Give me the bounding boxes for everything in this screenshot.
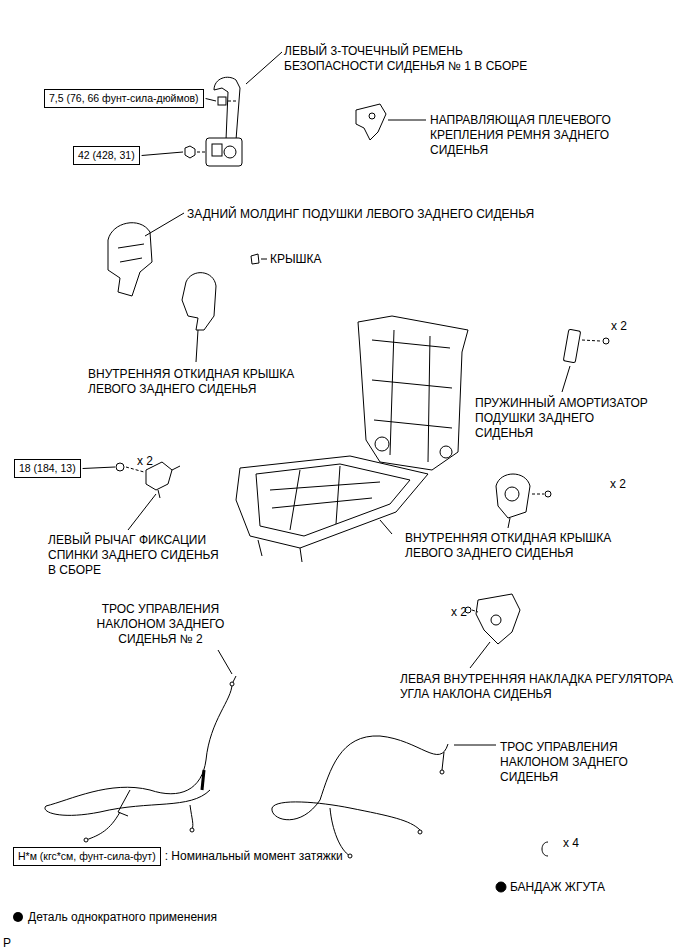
legend-note: : Номинальный момент затяжки xyxy=(165,849,343,864)
torque-box: 18 (184, 13) xyxy=(14,459,81,478)
legend-dot xyxy=(13,912,23,922)
quantity: x 2 xyxy=(611,319,627,334)
quantity: x 2 xyxy=(610,477,626,492)
part-name: КРЫШКА xyxy=(270,252,322,267)
leader-line xyxy=(206,99,216,102)
part-name: БАНДАЖ ЖГУТА xyxy=(510,880,605,895)
part-name: ТРОС УПРАВЛЕНИЯ НАКЛОНОМ ЗАДНЕГО СИДЕНЬЯ… xyxy=(88,602,233,647)
leader-line xyxy=(142,152,183,156)
torque-value: 7,5 (76, 66 фунт-сила-дюймов) xyxy=(49,92,199,104)
part-name: ЛЕВАЯ ВНУТРЕННЯЯ НАКЛАДКА РЕГУЛЯТОРА УГЛ… xyxy=(400,672,680,702)
part-name: ВНУТРЕННЯЯ ОТКИДНАЯ КРЫШКА ЛЕВОГО ЗАДНЕГ… xyxy=(88,367,313,397)
leader-line xyxy=(83,467,115,469)
torque-value: 42 (428, 31) xyxy=(78,149,135,161)
quantity: x 4 xyxy=(563,836,579,851)
torque-value: Н*м (кгс*см, фунт-сила-фут) xyxy=(18,850,156,862)
torque-box: 7,5 (76, 66 фунт-сила-дюймов) xyxy=(44,89,204,108)
quantity: x 2 xyxy=(137,454,153,469)
torque-value: 18 (184, 13) xyxy=(19,462,76,474)
torque-box: 42 (428, 31) xyxy=(73,146,140,165)
part-name: ЛЕВЫЙ РЫЧАГ ФИКСАЦИИ СПИНКИ ЗАДНЕГО СИДЕ… xyxy=(48,533,220,578)
part-name: ПРУЖИННЫЙ АМОРТИЗАТОР ПОДУШКИ ЗАДНЕГО СИ… xyxy=(475,396,650,441)
quantity: x 2 xyxy=(451,605,467,620)
part-name: ЛЕВЫЙ 3-ТОЧЕЧНЫЙ РЕМЕНЬ БЕЗОПАСНОСТИ СИД… xyxy=(284,44,556,74)
part-name: ТРОС УПРАВЛЕНИЯ НАКЛОНОМ ЗАДНЕГО СИДЕНЬЯ xyxy=(500,740,645,785)
legend-text: Деталь однократного применения xyxy=(28,910,217,925)
part-name: ЗАДНИЙ МОЛДИНГ ПОДУШКИ ЛЕВОГО ЗАДНЕГО СИ… xyxy=(187,207,627,222)
part-name: ВНУТРЕННЯЯ ОТКИДНАЯ КРЫШКА ЛЕВОГО ЗАДНЕГ… xyxy=(405,531,630,561)
part-name: НАПРАВЛЯЮЩАЯ ПЛЕЧЕВОГО КРЕПЛЕНИЯ РЕМНЯ З… xyxy=(430,113,630,158)
page-mark: P xyxy=(3,936,11,951)
torque-box: Н*м (кгс*см, фунт-сила-фут) xyxy=(13,847,161,866)
